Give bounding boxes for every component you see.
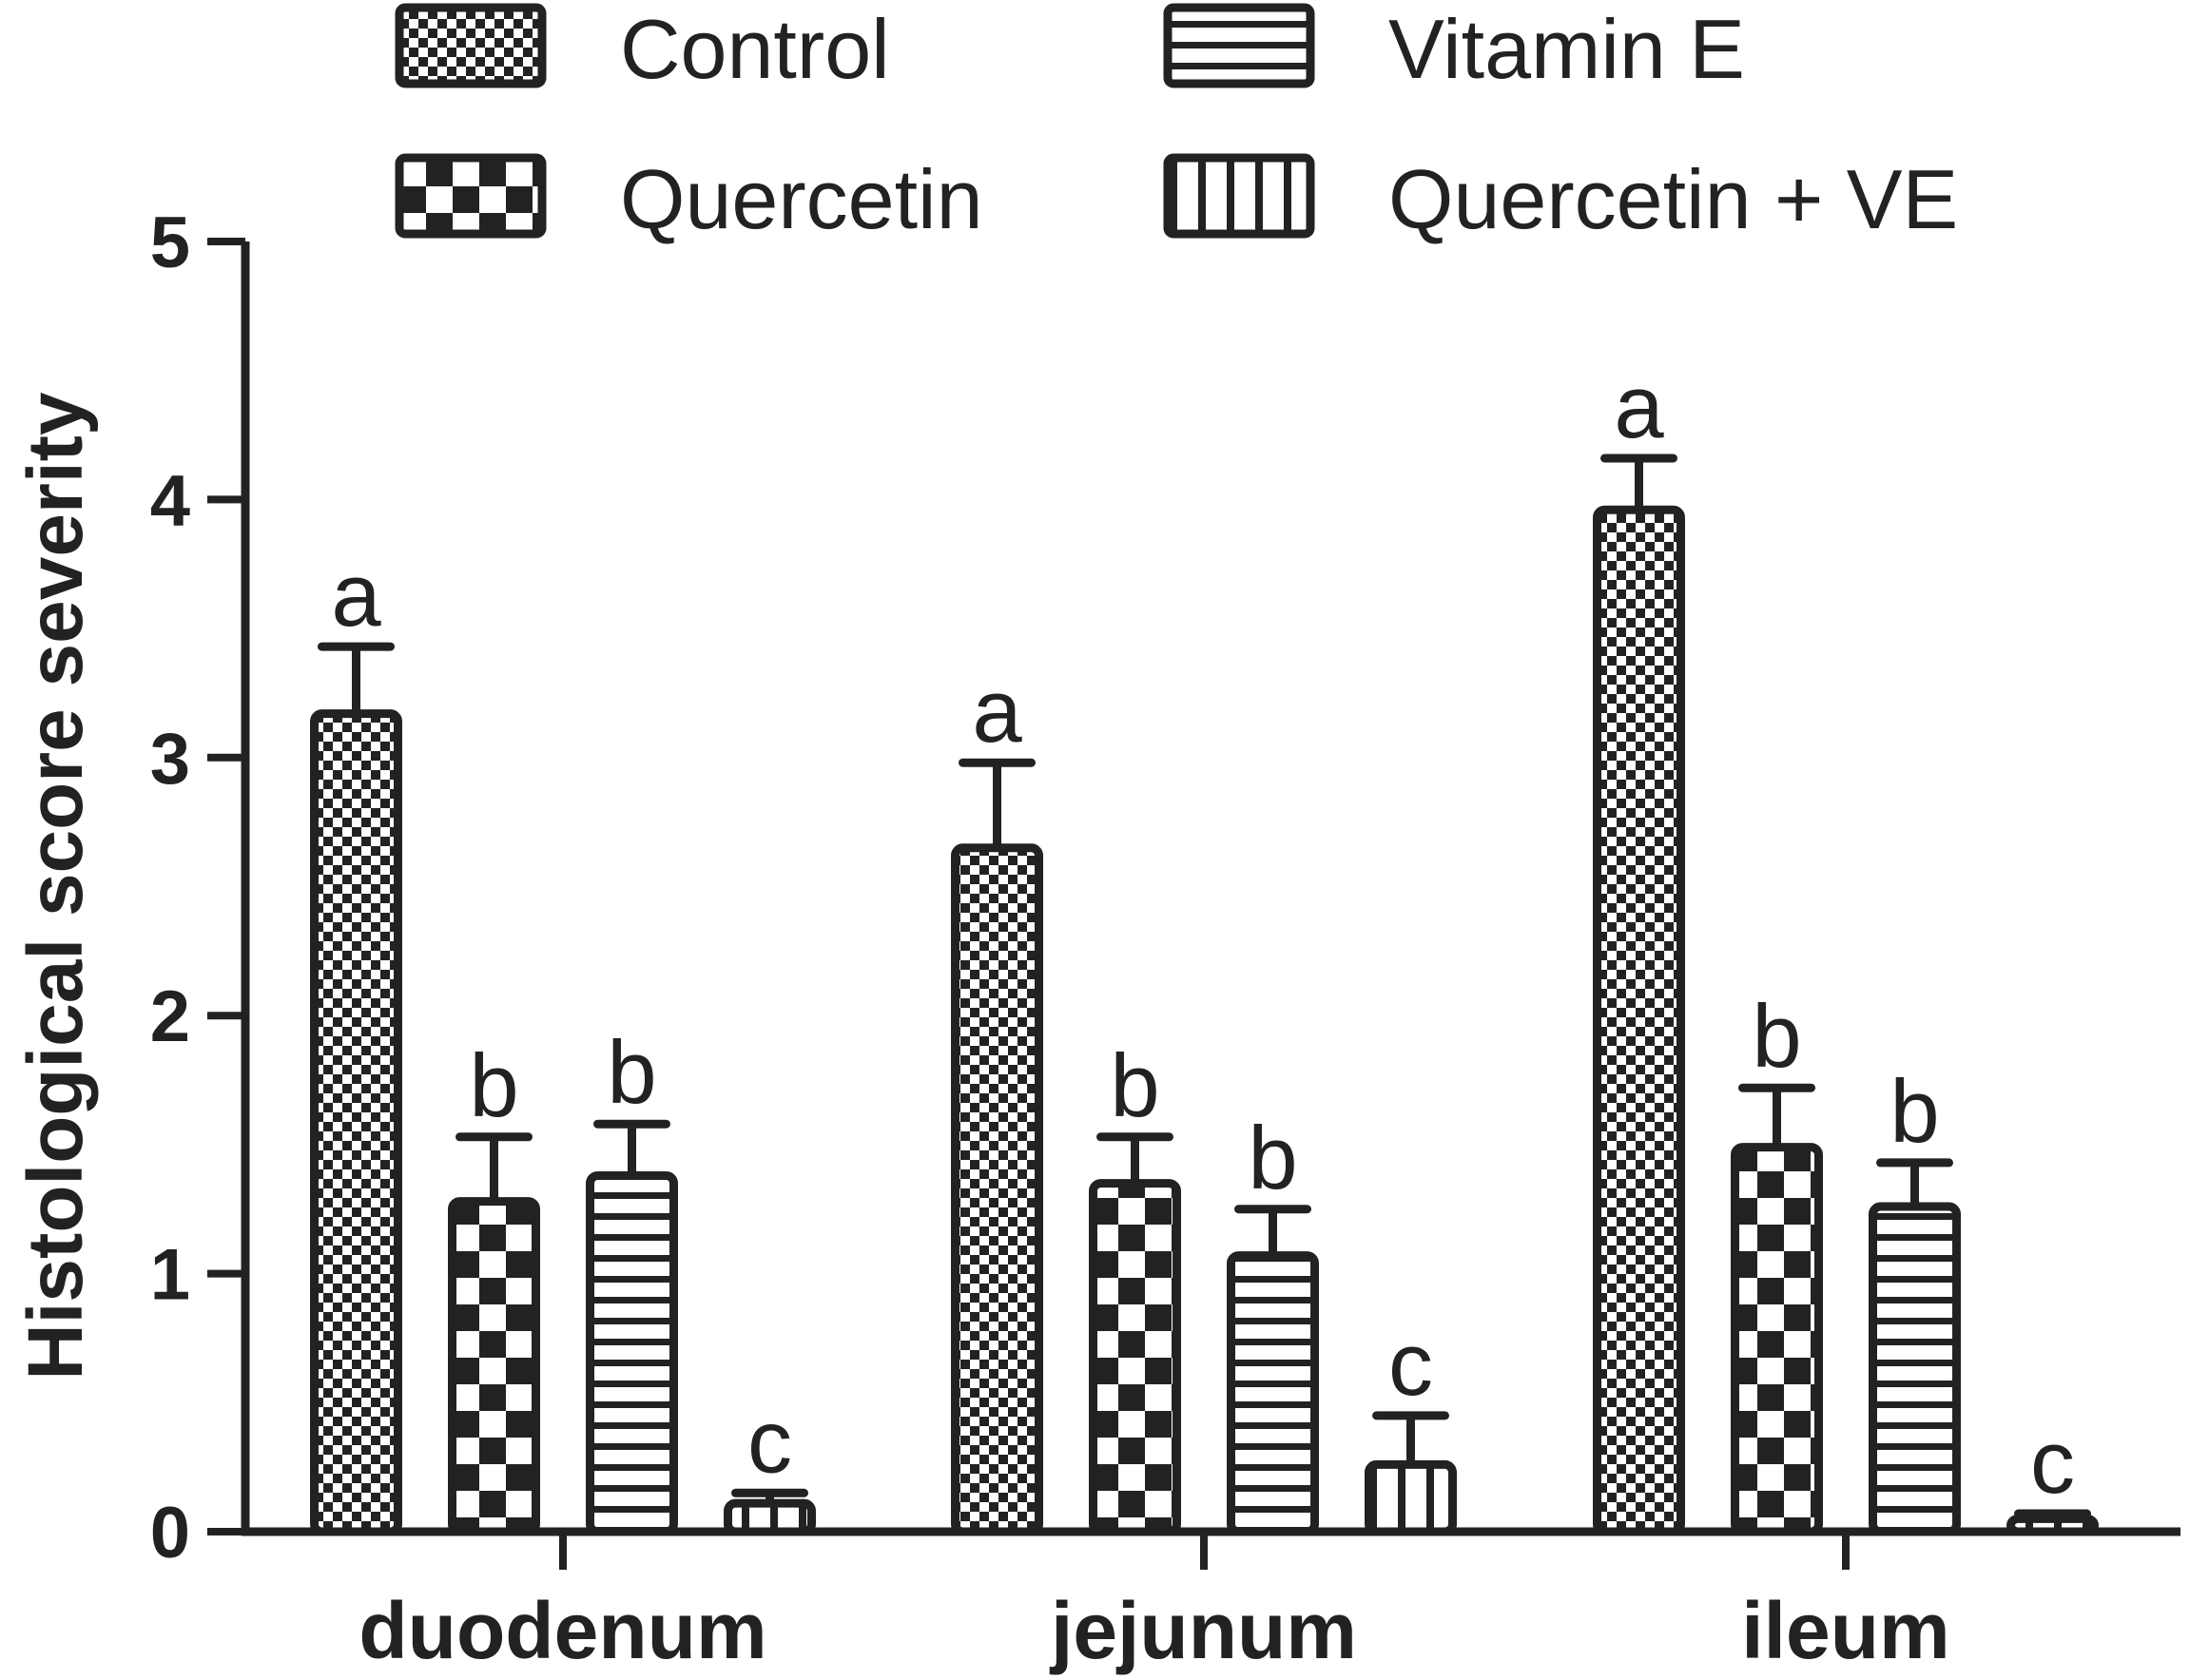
y-tick-label: 2 bbox=[150, 976, 190, 1057]
legend-label-quercetin-ve: Quercetin + VE bbox=[1388, 152, 1958, 246]
y-tick-label: 5 bbox=[150, 203, 190, 283]
sig-label-vitamin-e-duodenum: b bbox=[607, 1022, 656, 1122]
legend-label-control: Control bbox=[620, 2, 890, 96]
sig-label-control-duodenum: a bbox=[331, 545, 381, 645]
y-tick-label: 3 bbox=[150, 719, 190, 800]
bar-control-ileum bbox=[1593, 505, 1685, 1536]
legend-label-vitamin-e: Vitamin E bbox=[1388, 2, 1745, 96]
sig-label-vitamin-e-jejunum: b bbox=[1248, 1108, 1297, 1207]
legend-swatch-quercetin bbox=[395, 153, 547, 239]
legend-label-quercetin: Quercetin bbox=[620, 152, 983, 246]
x-axis: duodenum jejunum ileum bbox=[242, 1527, 2180, 1675]
bar-vitamin-e-duodenum bbox=[586, 1170, 678, 1536]
legend-swatch-control bbox=[395, 3, 547, 88]
legend-swatch-quercetin-ve bbox=[1163, 153, 1315, 239]
bar-control-duodenum bbox=[310, 709, 402, 1536]
x-tick-label-ileum: ileum bbox=[1741, 1586, 1949, 1675]
bar-quercetin-jejunum bbox=[1089, 1179, 1181, 1536]
x-tick-label-duodenum: duodenum bbox=[359, 1586, 766, 1675]
y-tick-label: 1 bbox=[150, 1235, 190, 1316]
bar-quercetin-duodenum bbox=[448, 1197, 540, 1536]
bar-quercetin-ileum bbox=[1731, 1143, 1823, 1536]
y-axis-title: Histological score severity bbox=[12, 392, 99, 1381]
sig-label-quercetin-ve-duodenum: c bbox=[747, 1391, 792, 1491]
bar-control-jejunum bbox=[951, 843, 1043, 1536]
sig-label-quercetin-ileum: b bbox=[1752, 986, 1801, 1086]
sig-label-quercetin-ve-ileum: c bbox=[2030, 1412, 2075, 1512]
sig-label-control-ileum: a bbox=[1614, 357, 1664, 456]
y-tick-label: 0 bbox=[150, 1493, 190, 1574]
sig-label-quercetin-duodenum: b bbox=[469, 1035, 518, 1135]
y-tick-label: 4 bbox=[150, 460, 190, 541]
legend: Control Vitamin E Quercetin Quercetin + VE bbox=[395, 2, 1958, 246]
bar-vitamin-e-ileum bbox=[1869, 1202, 1961, 1536]
sig-label-vitamin-e-ileum: b bbox=[1890, 1061, 1939, 1161]
sig-label-quercetin-jejunum: b bbox=[1110, 1035, 1159, 1135]
bar-quercetin-ve-jejunum bbox=[1365, 1459, 1457, 1536]
sig-label-control-jejunum: a bbox=[972, 661, 1022, 761]
bar-vitamin-e-jejunum bbox=[1227, 1251, 1319, 1536]
sig-label-quercetin-ve-jejunum: c bbox=[1388, 1314, 1433, 1414]
legend-swatch-vitamin-e bbox=[1163, 3, 1315, 88]
x-tick-label-jejunum: jejunum bbox=[1049, 1586, 1357, 1675]
